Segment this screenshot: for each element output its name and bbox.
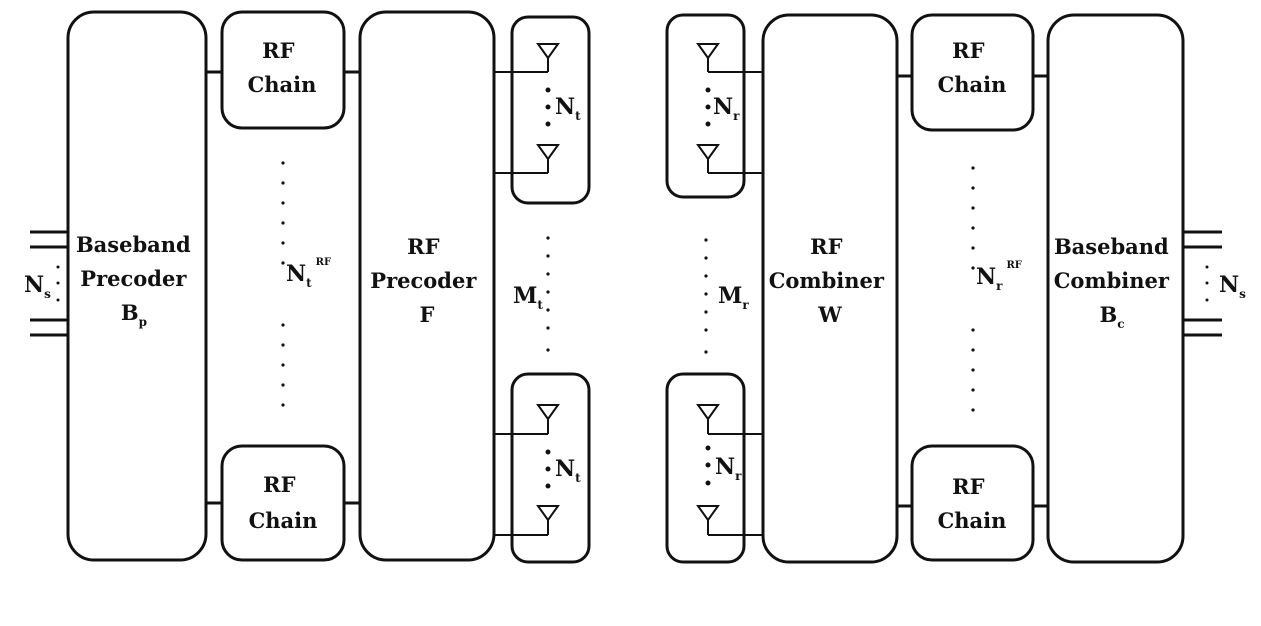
- rf-chain-tx-top: [220, 10, 346, 130]
- rf-chain-tx-bottom-label: RF Chain: [249, 472, 318, 533]
- nr-top-label: Nr: [713, 94, 740, 123]
- mr-dots: [704, 238, 708, 354]
- tx-antenna-icon: [536, 43, 560, 72]
- tx-antenna-icon: [536, 404, 560, 434]
- ns-input-streams: [30, 230, 68, 337]
- rx-subarray-bottom: [665, 372, 746, 564]
- rf-chain-rx-top: [910, 13, 1035, 132]
- baseband-combiner-block: [1046, 13, 1185, 564]
- rf-precoder-block: [358, 10, 496, 562]
- rf-combiner-block: [761, 13, 899, 564]
- mr-label: Mr: [718, 283, 749, 312]
- rf-chain-rx-top-label: RF Chain: [938, 38, 1007, 97]
- ns-output-streams: [1183, 230, 1222, 337]
- ns-right-label: Ns: [1219, 272, 1246, 301]
- rf-chain-rx-bottom: [910, 444, 1035, 562]
- tx-antenna-icon: [536, 505, 560, 535]
- mt-dots: [546, 236, 550, 352]
- rx-rf-chain-dots: [971, 166, 975, 412]
- rx-subarray-top: [665, 13, 746, 199]
- mt-label: Mt: [513, 283, 543, 312]
- rf-chain-rx-bottom-label: RF Chain: [938, 474, 1007, 533]
- tx-rf-chain-dots: [281, 161, 285, 407]
- rf-precoder-label: RF Precoder F: [370, 234, 483, 327]
- rf-combiner-label: RF Combiner W: [769, 234, 892, 327]
- baseband-combiner-label: Baseband Combiner Bc: [1054, 234, 1177, 331]
- nt-top-label: Nt: [555, 94, 581, 123]
- rf-chain-tx-top-label: RF Chain: [248, 38, 317, 97]
- rx-antenna-icon: [696, 144, 720, 173]
- rx-antenna-icon: [696, 505, 720, 535]
- rf-chain-tx-bottom: [220, 444, 346, 562]
- nt-bottom-label: Nt: [555, 456, 581, 485]
- nr-bottom-label: Nr: [715, 454, 742, 483]
- baseband-precoder-label: Baseband Precoder Bp: [76, 232, 198, 329]
- tx-subarray-bottom: [510, 372, 591, 564]
- tx-antenna-icon: [536, 144, 560, 173]
- tx-subarray-top: [510, 15, 591, 205]
- nr-rf-label: NrRF: [976, 260, 1022, 293]
- rx-antenna-icon: [696, 43, 720, 72]
- nt-rf-label: NtRF: [286, 257, 331, 290]
- ns-left-label: Ns: [24, 272, 51, 301]
- rx-antenna-icon: [696, 404, 720, 434]
- baseband-precoder-block: [66, 10, 208, 562]
